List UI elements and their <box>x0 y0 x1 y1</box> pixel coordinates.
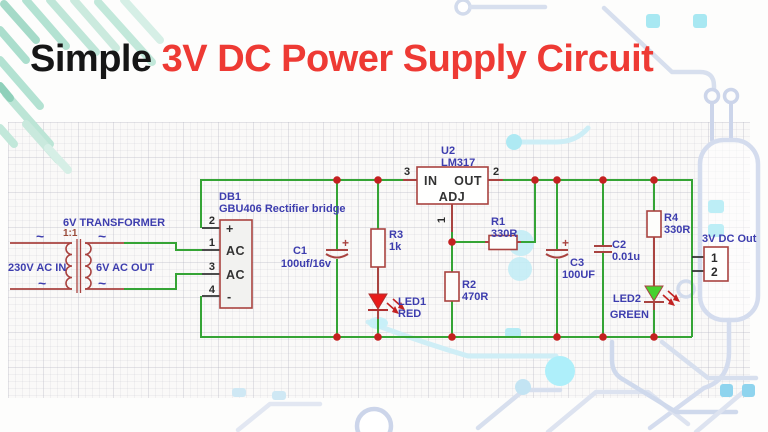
trace-donut-icon <box>676 279 696 299</box>
ac-tilde: ~ <box>36 228 44 244</box>
component-bodies <box>219 166 729 314</box>
pad-icon <box>708 200 724 213</box>
c3-value: 100UF <box>562 269 595 281</box>
led2-value: GREEN <box>610 309 649 321</box>
capacitor-c2-icon <box>594 245 612 253</box>
resistor-r3-body <box>370 228 386 268</box>
output-pin-2: 2 <box>711 265 718 279</box>
output-label: 3V DC Out <box>702 233 757 245</box>
title-prefix: Simple <box>30 38 162 80</box>
led1-value: RED <box>398 308 421 320</box>
stripe-decoration <box>0 0 164 174</box>
bridge-pin-num: 3 <box>209 261 215 273</box>
schematic-labels: 6V TRANSFORMER 1:1 230V AC IN 6V AC OUT … <box>8 145 757 321</box>
transformer-symbol <box>65 239 92 293</box>
output-connector-body <box>703 246 729 282</box>
regulator-ref: U2 <box>441 145 455 157</box>
pad-icon <box>506 134 522 150</box>
regulator-pin-num-adj: 1 <box>436 217 448 223</box>
pad-icon <box>505 328 521 338</box>
bridge-pin-name: AC <box>226 268 245 282</box>
pad-icon <box>545 356 575 386</box>
regulator-pin-num-in: 3 <box>404 166 410 178</box>
capacitor-c1-icon <box>325 249 349 259</box>
capacitor-c3-icon <box>545 249 569 259</box>
c2-value: 0.01u <box>612 251 640 263</box>
resistor-r4-body <box>646 210 662 238</box>
led2-icon <box>644 285 680 306</box>
bridge-pin-num: 1 <box>209 237 215 249</box>
secondary-coil-icon <box>84 242 92 290</box>
r3-ref: R3 <box>389 229 403 241</box>
r2-ref: R2 <box>462 279 476 291</box>
led1-icon <box>368 293 405 314</box>
pad-icon <box>508 257 532 281</box>
c2-ref: C2 <box>612 239 626 251</box>
resistor-r2-body <box>444 271 460 302</box>
led1-ref: LED1 <box>398 296 426 308</box>
title-highlight: 3V DC Power Supply Circuit <box>161 38 654 80</box>
pad-icon <box>646 14 660 28</box>
bridge-ref: DB1 <box>219 191 241 203</box>
trace-donut-icon <box>454 0 472 16</box>
led2-ref: LED2 <box>613 293 641 305</box>
ac-tilde: ~ <box>98 275 106 291</box>
resistor-r1-body <box>488 234 518 251</box>
r3-value: 1k <box>389 241 402 253</box>
pad-icon <box>720 384 733 397</box>
c1-value: 100uf/16v <box>281 258 332 270</box>
output-pin-1: 1 <box>711 251 718 265</box>
trace-donut-icon <box>354 406 394 432</box>
c1-polarity: + <box>342 236 349 250</box>
r4-ref: R4 <box>664 212 679 224</box>
transformer-title: 6V TRANSFORMER <box>63 217 165 229</box>
trace-donut-icon <box>722 87 740 105</box>
page-title: Simple 3V DC Power Supply Circuit <box>30 38 654 81</box>
bridge-pin-name: + <box>226 222 234 236</box>
junction-dots <box>333 176 658 341</box>
regulator-pin-adj: ADJ <box>439 190 466 204</box>
ac-tilde: ~ <box>98 228 106 244</box>
r1-ref: R1 <box>491 216 505 228</box>
c1-ref: C1 <box>293 245 307 257</box>
regulator-pin-in: IN <box>424 174 438 188</box>
pad-icon <box>272 391 286 400</box>
pad-icon <box>708 224 724 237</box>
wires <box>10 179 704 338</box>
regulator-pin-num-out: 2 <box>493 166 499 178</box>
transformer-ratio: 1:1 <box>63 228 78 239</box>
core-icon <box>76 239 82 293</box>
pad-icon <box>515 379 531 395</box>
pcb-trace-decoration <box>232 0 761 432</box>
r1-value: 330R <box>491 228 517 240</box>
bridge-pin-num: 4 <box>209 284 216 296</box>
r2-value: 470R <box>462 291 488 303</box>
trace-donut-icon <box>703 87 721 105</box>
primary-coil-icon <box>65 242 73 290</box>
bridge-pin-num: 2 <box>209 215 215 227</box>
pad-icon <box>742 384 755 397</box>
regulator-value: LM317 <box>441 157 475 169</box>
secondary-label: 6V AC OUT <box>96 262 155 274</box>
bridge-rectifier-body <box>219 219 253 309</box>
pad-icon <box>693 14 707 28</box>
bridge-pin-name: AC <box>226 244 245 258</box>
c3-ref: C3 <box>570 257 584 269</box>
primary-label: 230V AC IN <box>8 262 66 274</box>
regulator-body <box>416 166 489 205</box>
bridge-value: GBU406 Rectifier bridge <box>219 203 346 215</box>
r4-value: 330R <box>664 224 690 236</box>
pad-icon <box>232 388 246 397</box>
regulator-pin-out: OUT <box>454 174 482 188</box>
c3-polarity: + <box>562 236 569 250</box>
ac-tilde: ~ <box>38 275 46 291</box>
bridge-pin-name: - <box>227 290 232 304</box>
